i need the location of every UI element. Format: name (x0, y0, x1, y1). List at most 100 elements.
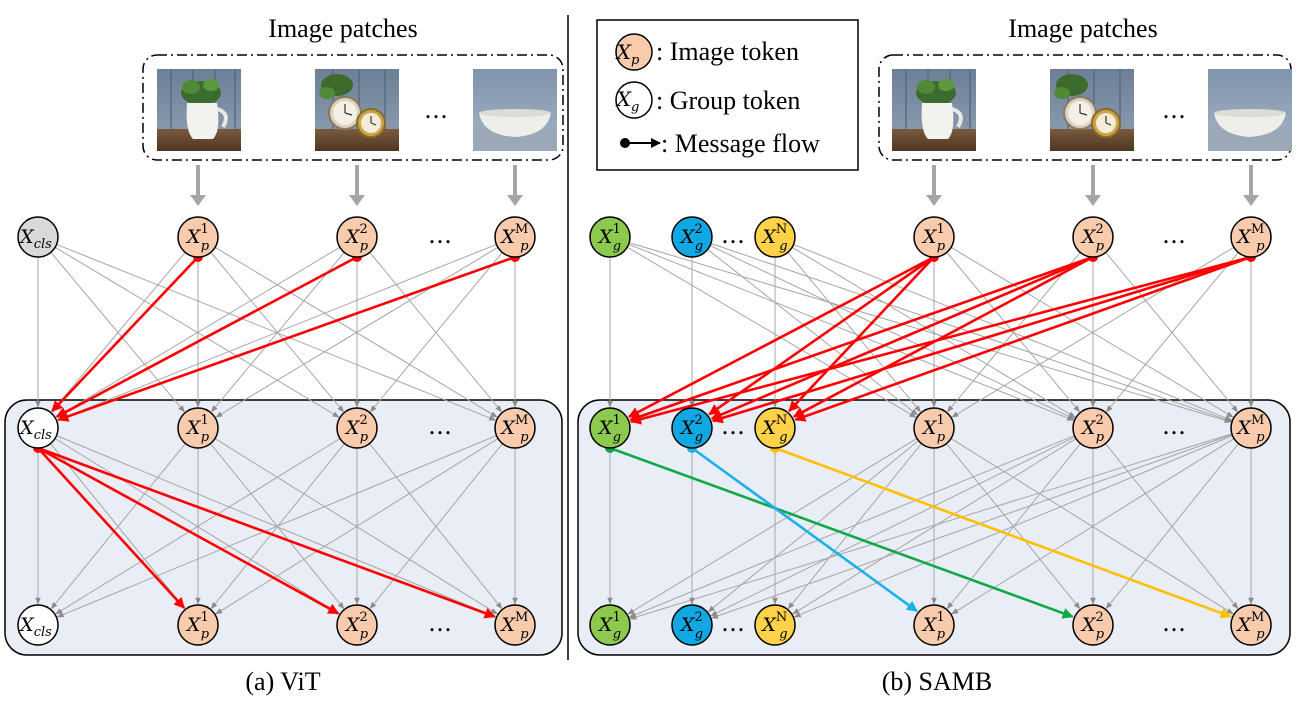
svg-text:Xcls: Xcls (18, 614, 52, 640)
samb-patch-ellipsis: … (1162, 221, 1186, 249)
svg-text:XMp: XMp (1235, 413, 1265, 445)
connection-edge (51, 252, 186, 413)
connection-edge (711, 434, 1233, 619)
svg-text:Xcls: Xcls (18, 226, 52, 252)
svg-text:XMp: XMp (499, 413, 529, 445)
svg-text:X1g: X1g (597, 222, 621, 254)
svg-text:X1p: X1p (185, 610, 210, 642)
svg-text:XMp: XMp (499, 610, 529, 642)
svg-text:X2g: X2g (679, 413, 703, 445)
message-flow-edge (794, 255, 1252, 422)
message-flow-edge (57, 255, 516, 422)
message-flow-edge (629, 255, 1094, 422)
image-patch: white-bowl (1208, 69, 1292, 151)
svg-text:XMp: XMp (1235, 222, 1265, 254)
message-flow-edge (627, 255, 935, 418)
message-flow-layer (33, 252, 1256, 619)
connection-edge (707, 440, 919, 613)
message-flow-edge (691, 446, 918, 613)
connection-edge (55, 438, 341, 615)
message-flow-edge (792, 255, 1094, 418)
svg-text:X2p: X2p (1080, 413, 1105, 445)
vit-patch-title: Image patches (268, 14, 417, 43)
vit-patch-ellipsis: … (424, 96, 448, 124)
vit-row-ellipsis: … (428, 609, 452, 637)
patch-arrows (190, 165, 1259, 206)
svg-text:XNg: XNg (760, 610, 787, 642)
svg-text:X1g: X1g (597, 413, 621, 445)
connection-edge (787, 443, 922, 610)
vit-row-ellipsis: … (428, 221, 452, 249)
message-flow-edge (51, 256, 199, 413)
connection-edge (951, 438, 1235, 615)
vit-row-ellipsis: … (428, 412, 452, 440)
connection-edge (792, 438, 1077, 615)
message-flow-edge (774, 446, 1232, 619)
connection-edge (627, 437, 918, 615)
message-flow-edge (37, 446, 496, 619)
message-flow-edge (609, 446, 1074, 619)
connection-edge (793, 435, 1233, 618)
svg-text:X1p: X1p (185, 413, 210, 445)
vit-transformer-block (4, 399, 563, 656)
message-flow-edge (711, 255, 1252, 424)
samb-group-ellipsis: … (721, 609, 745, 637)
connection-edge (710, 436, 1076, 617)
message-flow-edge (710, 255, 1094, 420)
connection-edge (626, 246, 917, 418)
svg-text:X1p: X1p (921, 222, 946, 254)
image-patch: plant-with-clocks (1050, 69, 1134, 151)
vit-patch-frame (142, 54, 564, 161)
connection-edge (946, 252, 1081, 413)
svg-text:X2p: X2p (344, 413, 369, 445)
vit-cls-token-top: Xcls (17, 216, 59, 258)
samb-patch-ellipsis: … (1162, 609, 1186, 637)
connection-edge (56, 243, 497, 421)
samb-patch-ellipsis: … (1162, 96, 1186, 124)
legend-group-token-label: : Group token (656, 86, 800, 115)
image-patch: plant-in-white-pitcher (892, 69, 976, 151)
message-flow-edge (37, 447, 186, 609)
image-patch: plant-in-white-pitcher (157, 69, 241, 151)
svg-text:X1p: X1p (921, 413, 946, 445)
connection-edge (50, 443, 186, 610)
connection-edge (55, 246, 341, 418)
svg-text:X1p: X1p (921, 610, 946, 642)
vit-cls-token-bottom: Xcls (17, 604, 59, 646)
connection-edge (56, 435, 497, 618)
samb-group-ellipsis: … (721, 412, 745, 440)
connection-edge (628, 435, 1075, 618)
samb-caption: (b) SAMB (882, 667, 993, 696)
svg-text:X1p: X1p (185, 222, 210, 254)
connection-edge (709, 245, 1075, 420)
svg-text:Xcls: Xcls (18, 417, 52, 443)
connection-edge (793, 243, 1233, 421)
connection-edge (787, 252, 922, 413)
message-flow-edge (55, 255, 358, 418)
svg-text:X2p: X2p (344, 610, 369, 642)
svg-text:XNg: XNg (760, 222, 787, 254)
svg-text:XMp: XMp (499, 222, 529, 254)
legend-message-flow-arrow (620, 138, 661, 148)
image-patch: white-bowl (473, 69, 557, 151)
